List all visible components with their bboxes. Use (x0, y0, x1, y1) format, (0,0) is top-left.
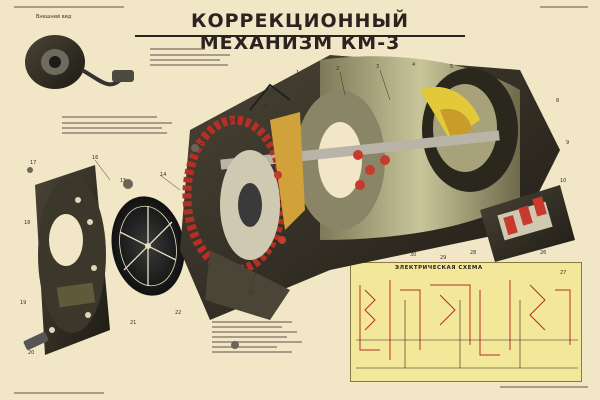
part-number-label: 6 (488, 68, 492, 74)
part-number-label: 30 (410, 252, 417, 258)
part-number-label: 21 (130, 320, 137, 326)
schema-wiring-black (356, 300, 578, 369)
description-line (150, 48, 205, 50)
part-number-label: 25 (262, 104, 269, 110)
part-number-label: 18 (24, 220, 31, 226)
part-number-label: 11 (290, 255, 297, 261)
part-number-label: 8 (556, 98, 560, 104)
spec-line (62, 127, 162, 129)
part-number-label: 22 (175, 310, 182, 316)
electrical-schema-panel (350, 262, 582, 382)
part-number-label: 1 (296, 70, 300, 76)
spec-line (62, 122, 172, 124)
legend-line (212, 346, 277, 348)
part-number-label: 29 (440, 255, 447, 261)
header-fine-text (14, 6, 124, 8)
coil-detail (480, 185, 575, 262)
part-number-label: 27 (560, 270, 567, 276)
part-number-label: 20 (28, 350, 35, 356)
description-line (150, 64, 228, 66)
part-number-label: 13 (206, 300, 213, 306)
legend-line (212, 331, 297, 333)
part-number-label: 17 (30, 160, 37, 166)
part-number-label: 5 (450, 64, 454, 70)
external-view-inset (25, 35, 134, 89)
end-cap (35, 165, 110, 355)
part-number-label: 19 (20, 300, 27, 306)
spec-line (62, 132, 167, 134)
legend-line (212, 321, 292, 323)
part-number-label: 4 (412, 62, 416, 68)
part-number-label: 2 (336, 66, 340, 72)
header-fine-text-right (540, 6, 588, 8)
title-underline (135, 35, 465, 37)
loose-parts (23, 144, 239, 350)
part-number-label: 3 (376, 64, 380, 70)
part-number-label: 16 (92, 155, 99, 161)
part-number-label: 14 (160, 172, 167, 178)
part-number-label: 26 (540, 250, 547, 256)
part-number-label: 24 (230, 118, 237, 124)
part-number-label: 10 (560, 178, 567, 184)
parts-legend (212, 318, 332, 356)
part-number-label: 12 (248, 290, 255, 296)
electrical-schema-title: ЭЛЕКТРИЧЕСКАЯ СХЕМА (395, 265, 483, 271)
legend-line (212, 351, 292, 353)
callout-leaders (94, 69, 391, 286)
legend-line (212, 336, 287, 338)
part-number-label: 15 (120, 178, 127, 184)
part-number-label: 9 (566, 140, 570, 146)
footer-fine-text-right (500, 386, 588, 388)
inset-label: Внешний вид (36, 14, 72, 20)
legend-line (212, 341, 302, 343)
nameplate (56, 282, 96, 308)
poster-title: КОРРЕКЦИОННЫЙ МЕХАНИЗМ КМ-3 (190, 10, 410, 54)
part-number-label: 23 (200, 140, 207, 146)
main-housing-cutaway (180, 55, 560, 320)
part-number-label: 7 (522, 80, 526, 86)
scale-dial (111, 196, 185, 296)
footer-fine-text (14, 392, 104, 394)
spec-line (62, 116, 157, 118)
legend-line (212, 326, 282, 328)
part-number-label: 28 (470, 250, 477, 256)
description-line (150, 54, 230, 56)
brass-contact-arm (270, 112, 305, 230)
schema-wiring (359, 280, 571, 360)
description-line (150, 59, 220, 61)
